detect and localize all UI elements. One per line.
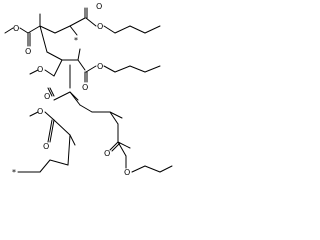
bond	[129, 25, 146, 34]
bond	[47, 119, 53, 143]
oxygen-label: O	[124, 168, 130, 177]
chemical-structure: O O O O * O O O O O O O O *	[4, 2, 173, 177]
bond	[39, 25, 48, 53]
oxygen-label: O	[97, 22, 103, 31]
oxygen-label: O	[104, 149, 110, 158]
bond	[29, 69, 39, 75]
oxygen-label: O	[82, 83, 88, 92]
bond	[44, 111, 55, 121]
bond	[129, 65, 146, 73]
attachment-point: *	[12, 168, 16, 177]
bond	[53, 119, 71, 136]
oxygen-label: O	[43, 142, 49, 151]
bond	[159, 165, 173, 173]
bond	[54, 25, 71, 34]
bond	[114, 65, 131, 73]
bond	[69, 91, 81, 106]
bond	[49, 159, 69, 166]
bond	[39, 159, 51, 173]
bond	[109, 111, 123, 119]
bond	[144, 65, 161, 73]
bond	[114, 25, 131, 34]
bond	[85, 17, 97, 27]
bond	[4, 27, 14, 34]
bond	[103, 25, 116, 34]
oxygen-label: O	[37, 107, 43, 116]
bond	[144, 165, 161, 173]
oxygen-label: O	[13, 24, 19, 33]
bond	[85, 65, 97, 73]
bond	[46, 51, 63, 61]
bond	[47, 87, 53, 97]
oxygen-label: O	[25, 47, 31, 56]
bond	[111, 142, 121, 152]
bond	[49, 87, 55, 97]
oxygen-label: O	[96, 2, 102, 11]
bond	[117, 141, 127, 157]
bond	[69, 25, 78, 36]
bond	[44, 69, 55, 77]
bond	[103, 65, 116, 73]
bond	[19, 27, 29, 34]
bond	[131, 165, 146, 173]
bond	[79, 104, 93, 113]
bond	[29, 111, 39, 117]
oxygen-label: O	[37, 65, 43, 74]
bond	[144, 25, 161, 34]
bond	[69, 17, 86, 27]
bond	[27, 25, 41, 34]
bond	[109, 111, 119, 125]
bond	[69, 134, 76, 146]
bond	[53, 91, 71, 101]
oxygen-label: O	[97, 62, 103, 71]
attachment-point: *	[74, 36, 78, 45]
bond	[77, 59, 86, 71]
bond	[109, 141, 119, 151]
bond	[53, 59, 63, 77]
bond	[67, 134, 71, 166]
oxygen-label: O	[44, 92, 50, 101]
bond	[39, 25, 56, 34]
bond	[49, 119, 55, 143]
bond	[77, 48, 81, 61]
